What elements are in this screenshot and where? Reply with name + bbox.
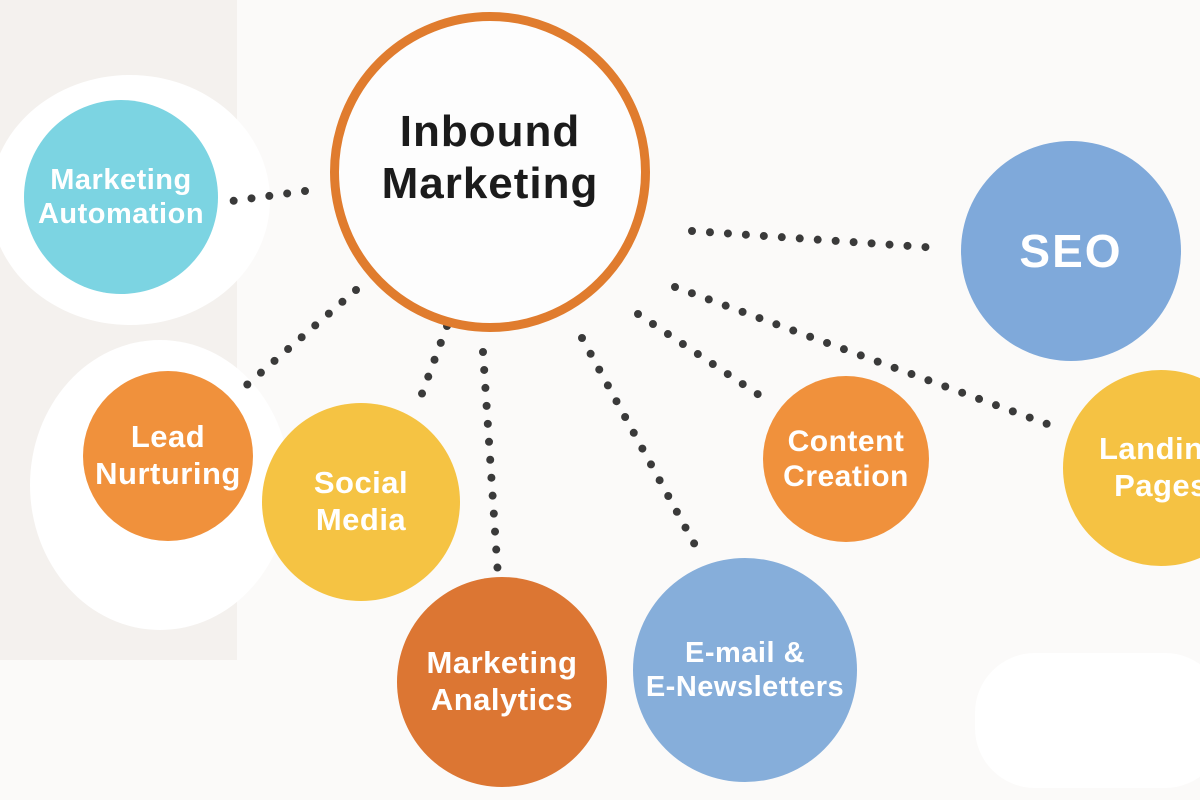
- node-marketing-automation: Marketing Automation: [24, 100, 218, 294]
- node-seo: SEO: [961, 141, 1181, 361]
- connector-social-media: [416, 322, 451, 403]
- node-label: Content Creation: [783, 424, 909, 493]
- node-content-creation: Content Creation: [763, 376, 929, 542]
- node-email-newsletters: E-mail & E-Newsletters: [633, 558, 857, 782]
- node-social-media: Social Media: [262, 403, 460, 601]
- connector-content-creation: [634, 310, 772, 405]
- connector-landing-pages: [671, 283, 1062, 432]
- center-label-line1: Inbound: [399, 107, 581, 157]
- connector-marketing-automation: [221, 187, 309, 206]
- connector-marketing-analytics: [479, 348, 502, 580]
- node-label: Social Media: [313, 465, 409, 537]
- node-label: Marketing Analytics: [426, 645, 578, 717]
- node-lead-nurturing: Lead Nurturing: [83, 371, 253, 541]
- center-label-line2: Marketing: [381, 159, 599, 208]
- node-marketing-analytics: Marketing Analytics: [397, 577, 607, 787]
- node-label: E-mail & E-Newsletters: [645, 636, 845, 703]
- center-node-inbound-marketing: Inbound Marketing: [330, 12, 650, 332]
- node-label: Marketing Automation: [37, 163, 205, 230]
- node-label: Landing Pages: [1098, 431, 1200, 503]
- background-blob-bottom-right: [975, 653, 1200, 788]
- connector-email-newsletters: [578, 334, 705, 560]
- connector-seo: [688, 227, 943, 252]
- center-node-label: Inbound Marketing: [382, 106, 599, 210]
- connector-lead-nurturing: [237, 286, 360, 394]
- node-label: SEO: [1019, 224, 1123, 277]
- node-label: Lead Nurturing: [95, 419, 241, 491]
